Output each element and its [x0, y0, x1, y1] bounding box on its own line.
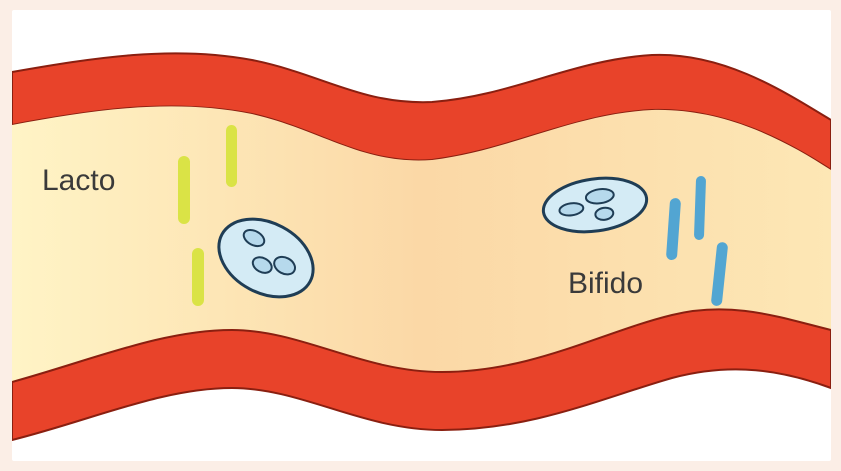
intestine-diagram: Lacto Bifido: [12, 10, 831, 461]
lacto-bacterium: [226, 125, 237, 187]
lacto-bacterium: [192, 248, 204, 306]
diagram-panel: Lacto Bifido: [12, 10, 831, 461]
bifido-label: Bifido: [568, 267, 643, 300]
lacto-label: Lacto: [42, 164, 115, 197]
lacto-bacterium: [178, 156, 190, 224]
